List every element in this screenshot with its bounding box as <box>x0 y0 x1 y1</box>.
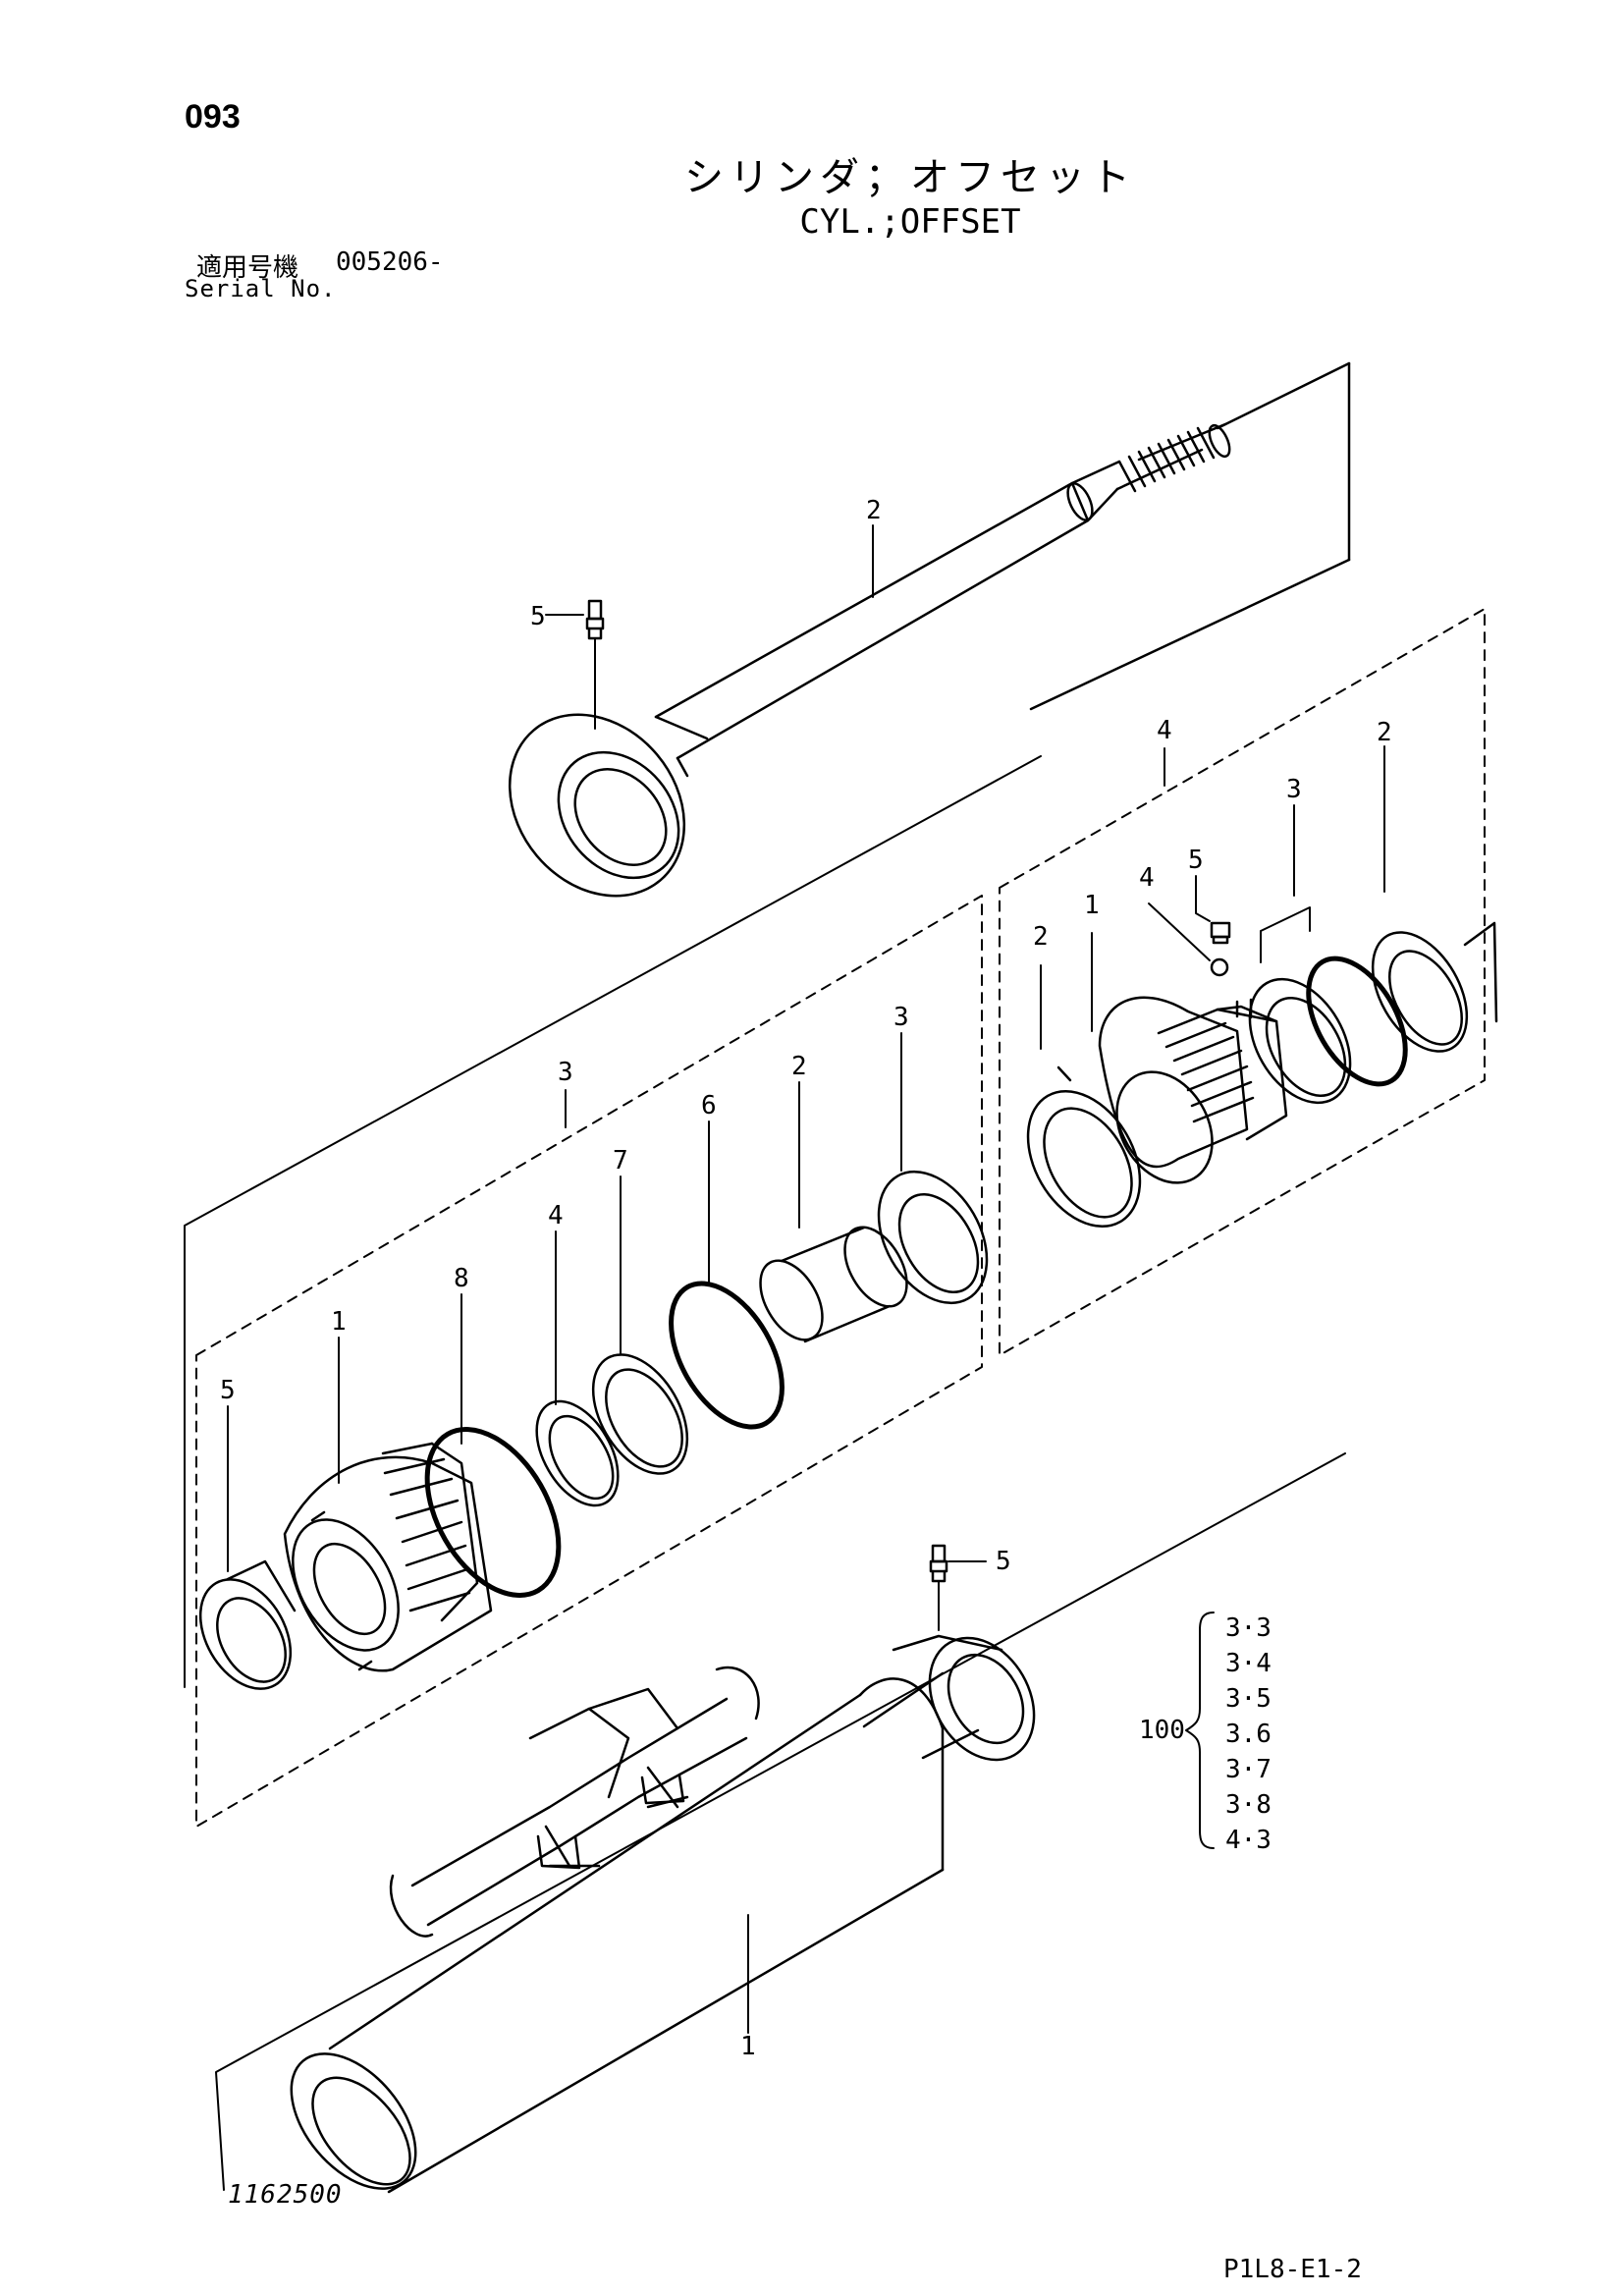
cylinder-tube <box>290 1634 1036 2194</box>
callout-rod-2: 2 <box>866 496 882 525</box>
title-japanese: シリンダ；オフセット <box>684 155 1136 200</box>
piston-group-outline <box>184 755 1042 1688</box>
callout-tube-1: 1 <box>740 2032 756 2061</box>
callout-piston-6: 6 <box>701 1091 717 1120</box>
serial-value: 005206- <box>336 247 444 277</box>
tube-grease-fitting <box>929 1544 987 1631</box>
title-english: CYL.;OFFSET <box>799 202 1021 242</box>
tube-outline <box>215 1452 1346 2191</box>
kit-item: 3·4 <box>1225 1649 1272 1678</box>
callout-piston-group-3: 3 <box>558 1058 573 1087</box>
drawing-number: 1162500 <box>228 2180 343 2210</box>
callout-piston-4: 4 <box>548 1201 564 1230</box>
kit-item: 3·5 <box>1225 1684 1272 1714</box>
serial-label-english: Serial No. <box>185 275 337 302</box>
page-code: P1L8-E1-2 <box>1223 2255 1362 2284</box>
piston-group <box>195 895 989 1828</box>
rod-grease-fitting <box>545 599 605 730</box>
callout-head-4: 4 <box>1139 863 1155 893</box>
kit-item: 3.6 <box>1225 1720 1272 1749</box>
kit-item: 3·8 <box>1225 1790 1272 1820</box>
kit-item-list: 3·3 3·4 3·5 3.6 3·7 3·8 4·3 <box>1225 1613 1272 1855</box>
kit-item: 3·7 <box>1225 1755 1272 1784</box>
callout-tube-grease-5: 5 <box>996 1547 1011 1576</box>
callout-piston-7: 7 <box>613 1146 628 1175</box>
serial-label-japanese: 適用号機 <box>196 253 299 283</box>
head-group <box>999 608 1498 1356</box>
callout-piston-8: 8 <box>454 1264 469 1293</box>
kit-item: 4·3 <box>1225 1826 1272 1855</box>
callout-rod-grease-5: 5 <box>530 602 546 631</box>
page-number: 093 <box>185 98 241 136</box>
callout-piston-2: 2 <box>791 1052 807 1081</box>
kit-bracket <box>1185 1612 1215 1849</box>
callout-head-5: 5 <box>1188 846 1204 875</box>
callout-head-2a: 2 <box>1033 922 1049 952</box>
kit-item: 3·3 <box>1225 1613 1272 1643</box>
kit-label: 100 <box>1139 1716 1185 1745</box>
callout-head-2b: 2 <box>1377 718 1392 747</box>
callout-piston-5: 5 <box>220 1376 236 1405</box>
callout-head-3: 3 <box>1286 775 1302 804</box>
piston-rod <box>508 361 1351 898</box>
callout-head-group-4: 4 <box>1157 716 1172 745</box>
callout-head-1: 1 <box>1084 891 1100 920</box>
callout-piston-1: 1 <box>331 1307 347 1337</box>
callout-piston-3: 3 <box>893 1003 909 1032</box>
